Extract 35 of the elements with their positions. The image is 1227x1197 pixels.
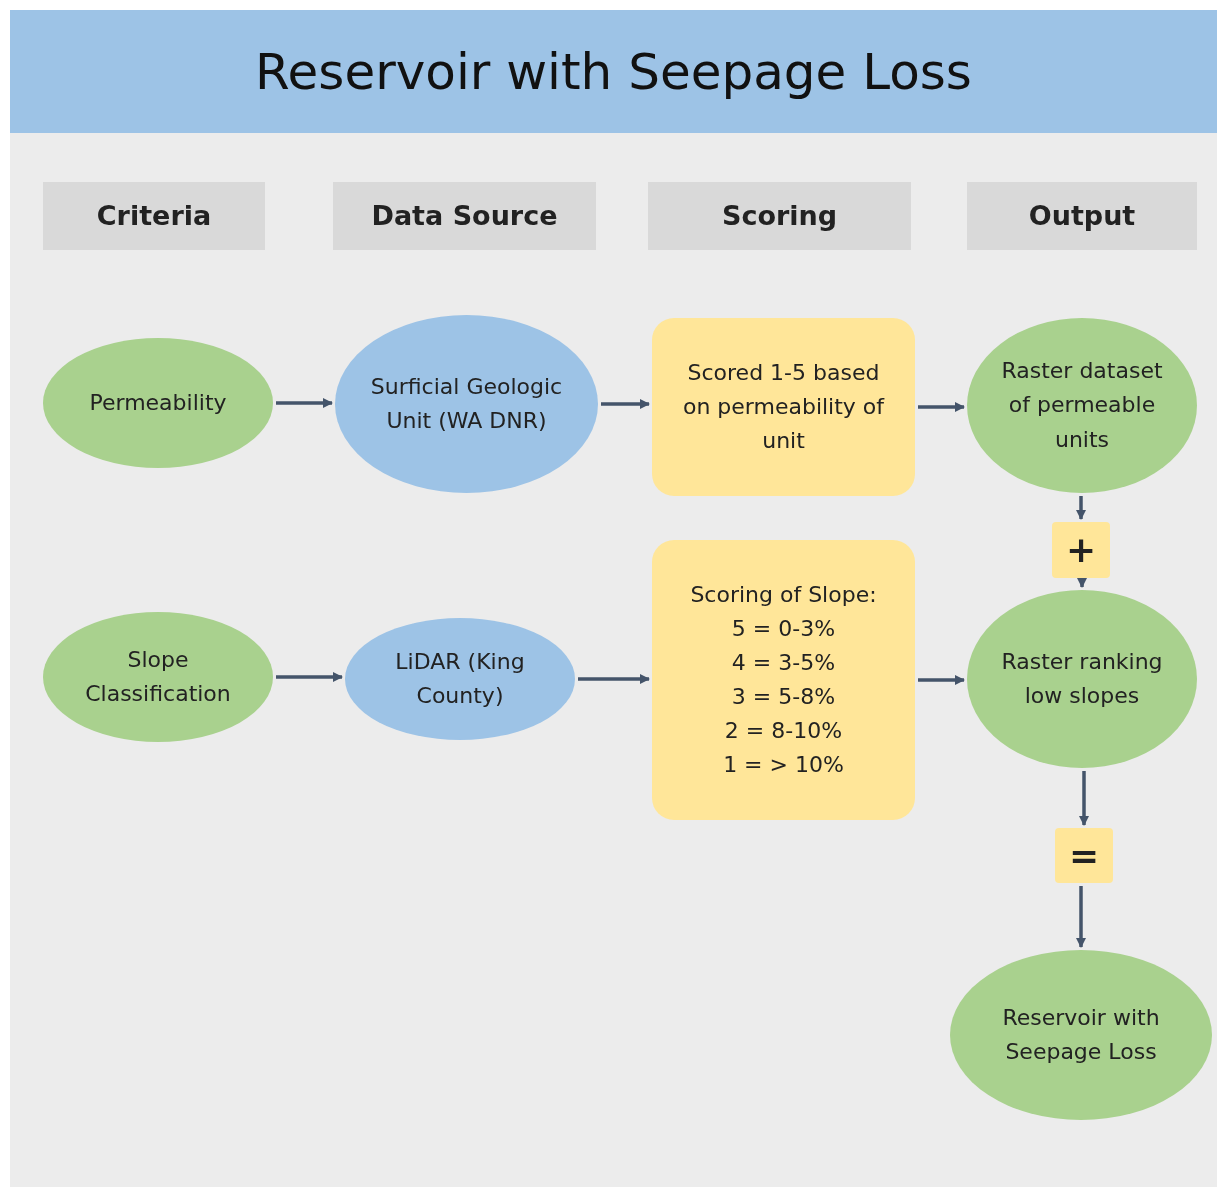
arrow	[578, 674, 650, 684]
node-text: Data Source	[371, 199, 558, 234]
operator-symbol: +	[1065, 532, 1097, 568]
node-text: Scored 1-5 based on permeability of unit	[681, 358, 886, 456]
node-text: 5 = 0-3%	[731, 614, 836, 643]
node-text: Slope Classification	[84, 645, 232, 708]
node-text: LiDAR (King County)	[394, 647, 526, 710]
arrow	[1077, 578, 1087, 588]
operator-box	[1055, 828, 1113, 883]
arrow	[918, 402, 965, 412]
node-text: Raster ranking low slopes	[1000, 647, 1164, 710]
arrow	[1076, 496, 1086, 520]
node-text: Reservoir with Seepage Loss	[1001, 1003, 1161, 1066]
node-text: 2 = 8-10%	[724, 717, 843, 746]
process-box	[652, 318, 915, 496]
node-text: 3 = 5-8%	[731, 683, 836, 711]
arrow	[1076, 886, 1086, 948]
operator-symbol: =	[1068, 837, 1100, 874]
arrow	[601, 399, 650, 409]
node-text: Output	[1028, 199, 1136, 234]
node-text: Criteria	[96, 199, 212, 234]
arrow	[276, 398, 333, 408]
node-text: Scoring	[721, 199, 838, 234]
node-text: 4 = 3-5%	[731, 648, 836, 677]
node-text: 1 = > 10%	[723, 751, 844, 780]
node-text: Permeability	[89, 388, 227, 417]
title-text: Reservoir with Seepage Loss	[255, 42, 972, 101]
operator-box	[1052, 522, 1110, 578]
process-box	[652, 540, 915, 820]
node-text: Raster dataset of permeable units	[1000, 357, 1164, 454]
arrow	[276, 672, 343, 682]
arrow	[918, 675, 965, 685]
node-text: Scoring of Slope:	[690, 580, 877, 609]
node-text: Surficial Geologic Unit (WA DNR)	[369, 372, 564, 435]
arrow	[1079, 771, 1089, 826]
